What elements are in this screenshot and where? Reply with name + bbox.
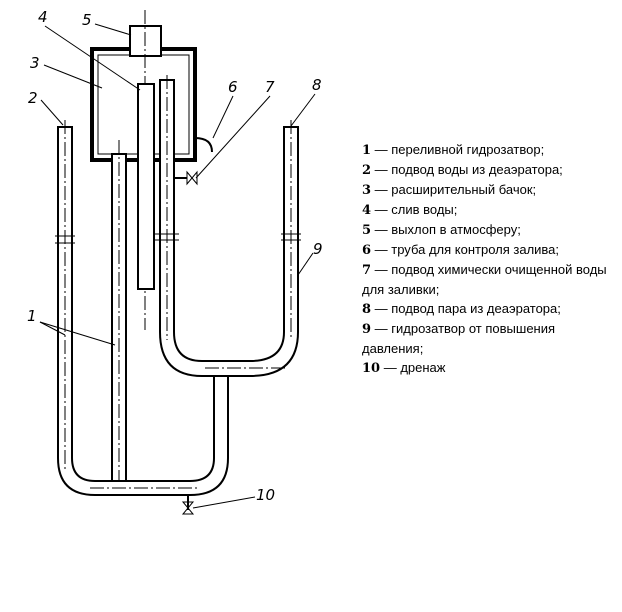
legend-text: — выхлоп в атмосферу;	[371, 222, 521, 237]
leader-lines	[39, 23, 316, 509]
legend-text: — гидрозатвор от повышения давления;	[362, 321, 556, 356]
legend-text: — подвод воды из деаэратора;	[371, 162, 563, 177]
legend-item: 5 — выхлоп в атмосферу;	[362, 220, 617, 240]
callout-8: 8	[312, 76, 322, 94]
legend-number: 10	[362, 361, 381, 376]
legend-number: 8	[362, 302, 372, 317]
legend-item: 6 — труба для контроля залива;	[362, 240, 617, 260]
pressure-seal-pipe	[155, 75, 301, 377]
legend-text: — расширительный бачок;	[371, 182, 537, 197]
callout-1: 1	[27, 307, 37, 325]
legend-item: 10 — дренаж	[362, 358, 617, 378]
legend-text: — дренаж	[380, 360, 446, 375]
callout-2: 2	[28, 89, 38, 107]
legend-number: 1	[362, 143, 372, 158]
callout-9: 9	[313, 240, 323, 258]
legend-item: 9 — гидрозатвор от повышения давления;	[362, 319, 617, 358]
legend-number: 9	[362, 322, 372, 337]
callout-3: 3	[30, 54, 40, 72]
control-tube	[194, 137, 213, 153]
drain-valve	[181, 495, 195, 515]
legend-text: — подвод пара из деаэратора;	[371, 301, 561, 316]
legend-item: 4 — слив воды;	[362, 200, 617, 220]
legend-item: 3 — расширительный бачок;	[362, 180, 617, 200]
legend-text: — переливной гидрозатвор;	[371, 142, 545, 157]
legend-item: 2 — подвод воды из деаэратора;	[362, 160, 617, 180]
drain-pipe	[137, 83, 155, 290]
callout-5: 5	[82, 11, 92, 29]
legend-text: — подвод химически очищенной воды для за…	[362, 262, 607, 297]
legend-text: — слив воды;	[371, 202, 458, 217]
legend-item: 7 — подвод химически очищенной воды для …	[362, 260, 617, 299]
legend-number: 4	[362, 203, 372, 218]
legend-number: 5	[362, 223, 372, 238]
legend-text: — труба для контроля залива;	[371, 242, 560, 257]
legend-number: 2	[362, 163, 372, 178]
legend-item: 1 — переливной гидрозатвор;	[362, 140, 617, 160]
chemical-water-valve	[175, 170, 198, 186]
legend-number: 7	[362, 263, 372, 278]
callout-6: 6	[228, 78, 238, 96]
legend-item: 8 — подвод пара из деаэратора;	[362, 299, 617, 319]
callout-7: 7	[265, 78, 275, 96]
legend: 1 — переливной гидрозатвор;2 — подвод во…	[362, 140, 617, 378]
callout-10: 10	[256, 486, 275, 504]
callout-4: 4	[38, 8, 48, 26]
legend-number: 3	[362, 183, 372, 198]
legend-number: 6	[362, 243, 372, 258]
overflow-seal-pipe	[111, 140, 127, 490]
